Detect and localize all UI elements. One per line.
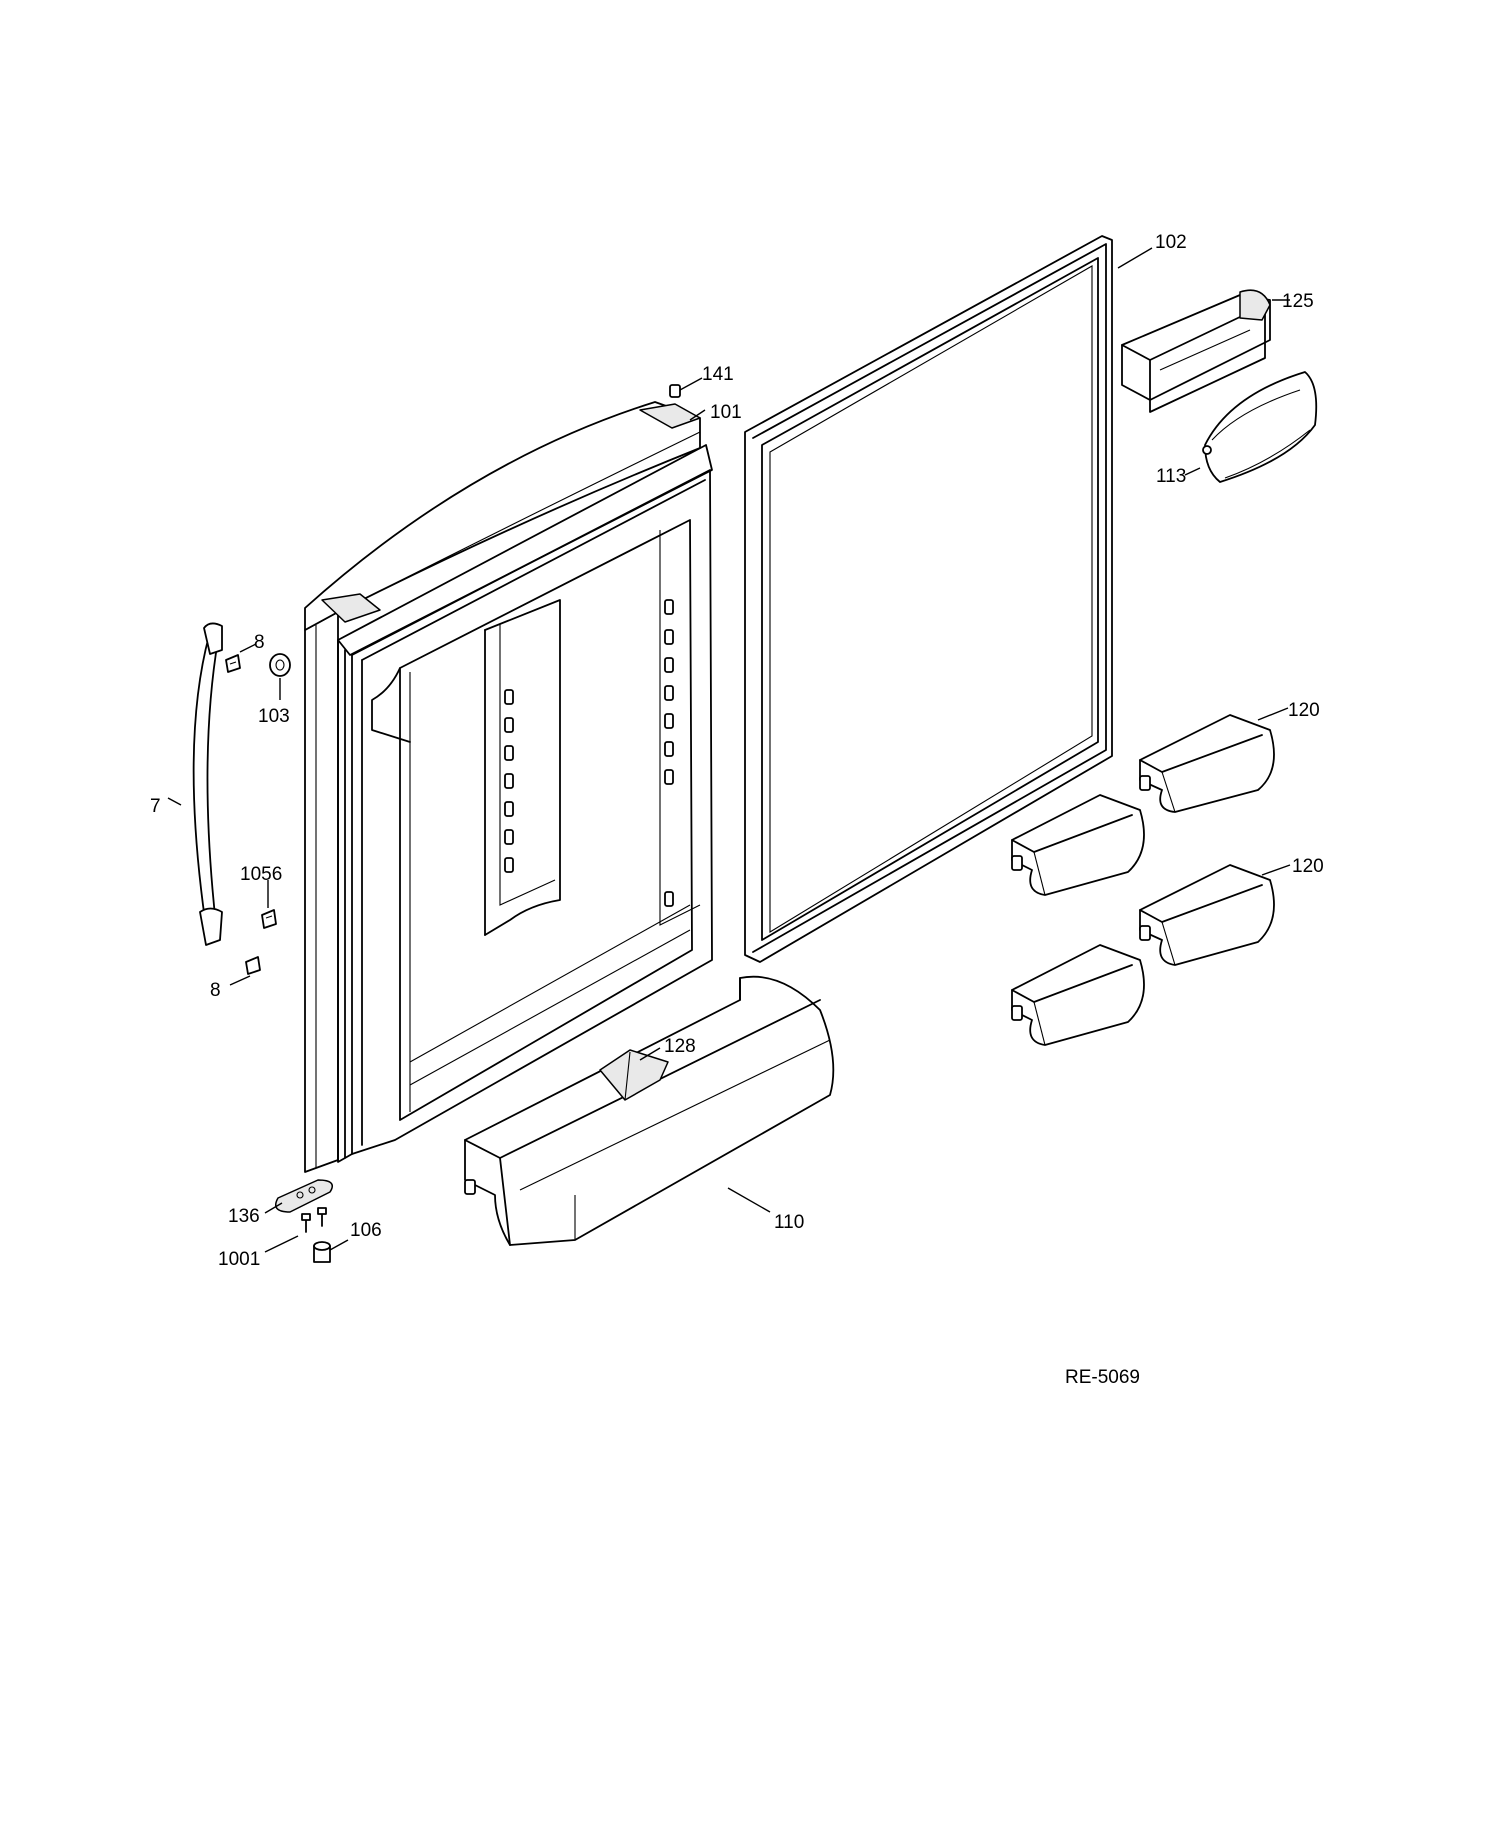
- callout-110: 110: [774, 1212, 804, 1233]
- callout-7: 7: [150, 796, 161, 817]
- clip-141: [669, 384, 681, 398]
- screw-1056: [261, 909, 277, 929]
- callout-8-bottom: 8: [210, 980, 221, 1001]
- door-assembly: [304, 401, 713, 1173]
- callout-labels: 7 8 103 1056 8 141 101 102 125 113 120 1…: [150, 232, 1324, 1270]
- callout-120-bottom: 120: [1292, 856, 1324, 877]
- bin-110: [464, 975, 835, 1246]
- part-128: [599, 1049, 669, 1101]
- callout-125: 125: [1282, 291, 1314, 312]
- bin-120-a: [1139, 714, 1275, 813]
- door-gasket: [744, 235, 1113, 963]
- callout-136: 136: [228, 1206, 260, 1227]
- callout-103: 103: [258, 706, 290, 727]
- callout-1001: 1001: [218, 1249, 260, 1270]
- callout-141: 141: [702, 364, 734, 385]
- shelf-slots-left: [504, 689, 514, 873]
- hinge-plate-136: [275, 1179, 333, 1213]
- bin-125: [1121, 289, 1271, 413]
- door-handle: [192, 622, 223, 946]
- callout-8-top: 8: [254, 632, 265, 653]
- callout-102: 102: [1155, 232, 1187, 253]
- cover-113: [1202, 371, 1318, 483]
- screw-8-bottom: [245, 956, 261, 975]
- washer-103: [269, 653, 291, 677]
- bin-120-d: [1011, 944, 1145, 1046]
- leader-lines: [167, 247, 1291, 1253]
- drawing-number: RE-5069: [1065, 1367, 1140, 1388]
- callout-106: 106: [350, 1220, 382, 1241]
- callout-113: 113: [1156, 466, 1186, 487]
- callout-1056: 1056: [240, 864, 282, 885]
- callout-120-top: 120: [1288, 700, 1320, 721]
- shelf-slots-right: [664, 599, 674, 907]
- screw-8-top: [225, 654, 241, 673]
- hinge-pin-106: [313, 1241, 331, 1263]
- bin-120-c: [1139, 864, 1275, 966]
- bin-120-b: [1011, 794, 1145, 896]
- callout-101: 101: [710, 402, 742, 423]
- screws-1001: [301, 1207, 327, 1233]
- callout-128: 128: [664, 1036, 696, 1057]
